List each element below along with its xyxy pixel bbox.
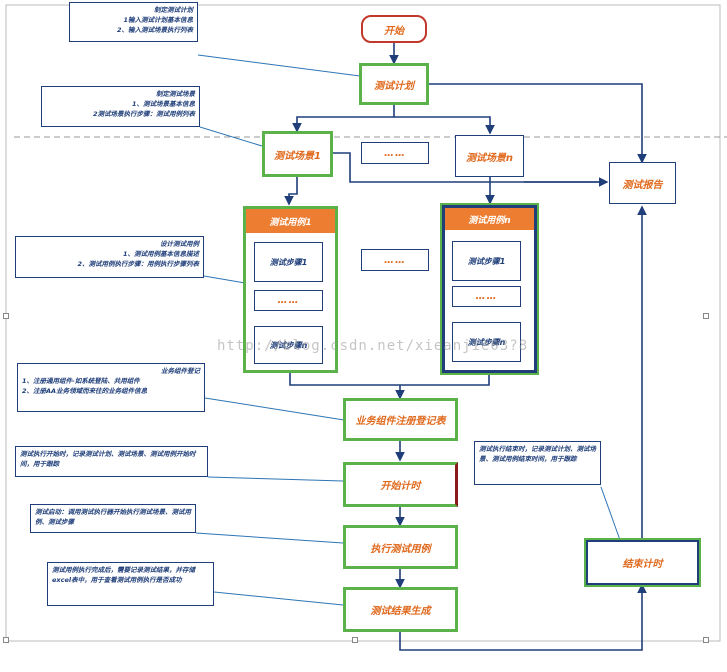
- callout-scenario: [199, 126, 263, 147]
- node-result-generate[interactable]: 测试结果生成: [343, 587, 458, 632]
- ellipsis-text: ……: [475, 291, 498, 302]
- node-scenario-n[interactable]: 测试场景n: [455, 135, 524, 177]
- note-start-timing-text: 测试执行开始时，记录测试计划、测试场景、测试用例开始时间，用于跟踪: [20, 450, 196, 468]
- arrow-scenario1-report: [333, 152, 609, 187]
- callout-start-timing: [207, 476, 344, 482]
- case-1-step-ellipsis: ……: [254, 290, 323, 311]
- ellipsis-text: ……: [277, 295, 300, 306]
- callout-execute: [195, 532, 344, 544]
- callout-case: [203, 275, 246, 284]
- note-case-line-1: 设计测试用例: [160, 240, 199, 248]
- note-result: 测试用例执行完成后，需要记录测试结果，并存储excel表中，用于查看测试用例执行…: [47, 562, 214, 606]
- arrow-plan-scenarion: [394, 116, 495, 135]
- note-scenario-line-1: 制定测试场景: [156, 90, 195, 98]
- ellipsis-text: ……: [384, 254, 406, 266]
- note-scenario-line-3: 2测试场景执行步骤：测试用例列表: [92, 110, 195, 118]
- node-start[interactable]: 开始: [361, 15, 427, 43]
- note-register-line-3: 2、注册AA业务领域而来往的业务组件信息: [22, 387, 148, 395]
- arrow-plan-report: [429, 83, 647, 164]
- node-case-ellipsis: ……: [361, 249, 429, 271]
- node-test-report[interactable]: 测试报告: [609, 162, 676, 204]
- note-register-line-1: 业务组件登记: [161, 367, 200, 375]
- note-case-line-3: 2、测试用例执行步骤：用例执行步骤列表: [77, 260, 199, 268]
- note-plan-line-3: 2、输入测试场景执行列表: [116, 26, 193, 34]
- note-plan: 制定测试计划 1输入测试计划基本信息 2、输入测试场景执行列表: [69, 2, 198, 42]
- arrow-scenario1-case1: [284, 177, 298, 206]
- node-test-case-1[interactable]: 测试用例1 测试步骤1 …… 测试步骤n: [243, 206, 338, 373]
- note-scenario: 制定测试场景 1、测试场景基本信息 2测试场景执行步骤：测试用例列表: [41, 86, 200, 127]
- note-end-timing: 测试执行结束时，记录测试计划、测试场景、测试用例结束时间，用于跟踪: [474, 441, 601, 485]
- ellipsis-text: ……: [384, 147, 406, 159]
- case-1-header: 测试用例1: [246, 209, 335, 233]
- merge-cases: [289, 373, 490, 386]
- arrow-plan-scenario1: [292, 105, 395, 133]
- case-1-step-1[interactable]: 测试步骤1: [254, 242, 323, 282]
- selection-frame: [5, 4, 721, 642]
- note-register: 业务组件登记 1、注册通用组件-如系统登陆、共用组件 2、注册AA业务领域而来往…: [17, 363, 205, 412]
- case-n-step-ellipsis: ……: [452, 286, 521, 307]
- note-case-line-2: 1、测试用例基本信息描述: [122, 250, 199, 258]
- resize-handle-bottom-left[interactable]: [3, 637, 9, 643]
- node-execute-cases[interactable]: 执行测试用例: [343, 525, 458, 569]
- arrow-result-endtiming: [399, 583, 647, 651]
- node-test-plan[interactable]: 测试计划: [359, 63, 429, 105]
- case-n-header: 测试用例n: [445, 208, 534, 230]
- note-result-text: 测试用例执行完成后，需要记录测试结果，并存储excel表中，用于查看测试用例执行…: [52, 566, 195, 584]
- resize-handle-bottom-right[interactable]: [703, 637, 709, 643]
- note-end-timing-text: 测试执行结束时，记录测试计划、测试场景、测试用例结束时间，用于跟踪: [479, 445, 596, 463]
- node-end-timing[interactable]: 结束计时: [586, 540, 699, 585]
- case-1-step-n[interactable]: 测试步骤n: [254, 326, 323, 364]
- note-start-timing: 测试执行开始时，记录测试计划、测试场景、测试用例开始时间，用于跟踪: [15, 446, 208, 477]
- resize-handle-right[interactable]: [703, 313, 709, 319]
- note-execute: 测试启动：调用测试执行器开始执行测试场景、测试用例、测试步骤: [30, 504, 196, 533]
- resize-handle-left[interactable]: [3, 313, 9, 319]
- callout-plan: [197, 54, 361, 77]
- callout-result: [213, 591, 344, 606]
- node-scenario-1[interactable]: 测试场景1: [262, 131, 333, 177]
- case-n-step-n[interactable]: 测试步骤n: [452, 322, 521, 362]
- note-register-line-2: 1、注册通用组件-如系统登陆、共用组件: [22, 377, 140, 385]
- watermark: http://blog.csdn.net/xieanjie03?8: [217, 338, 529, 354]
- note-plan-line-1: 制定测试计划: [154, 6, 193, 14]
- case-n-step-1[interactable]: 测试步骤1: [452, 241, 521, 281]
- callout-register: [204, 397, 345, 421]
- callout-end-timing: [600, 486, 621, 541]
- note-case: 设计测试用例 1、测试用例基本信息描述 2、测试用例执行步骤：用例执行步骤列表: [15, 236, 204, 278]
- note-scenario-line-2: 1、测试场景基本信息: [131, 100, 195, 108]
- node-start-timing[interactable]: 开始计时: [343, 462, 458, 507]
- note-execute-text: 测试启动：调用测试执行器开始执行测试场景、测试用例、测试步骤: [35, 508, 191, 526]
- node-test-case-n[interactable]: 测试用例n 测试步骤1 …… 测试步骤n: [442, 205, 537, 373]
- node-component-register[interactable]: 业务组件注册登记表: [343, 398, 458, 441]
- node-scenario-ellipsis: ……: [361, 142, 429, 164]
- resize-handle-bottom[interactable]: [352, 637, 358, 643]
- note-plan-line-2: 1输入测试计划基本信息: [123, 16, 193, 24]
